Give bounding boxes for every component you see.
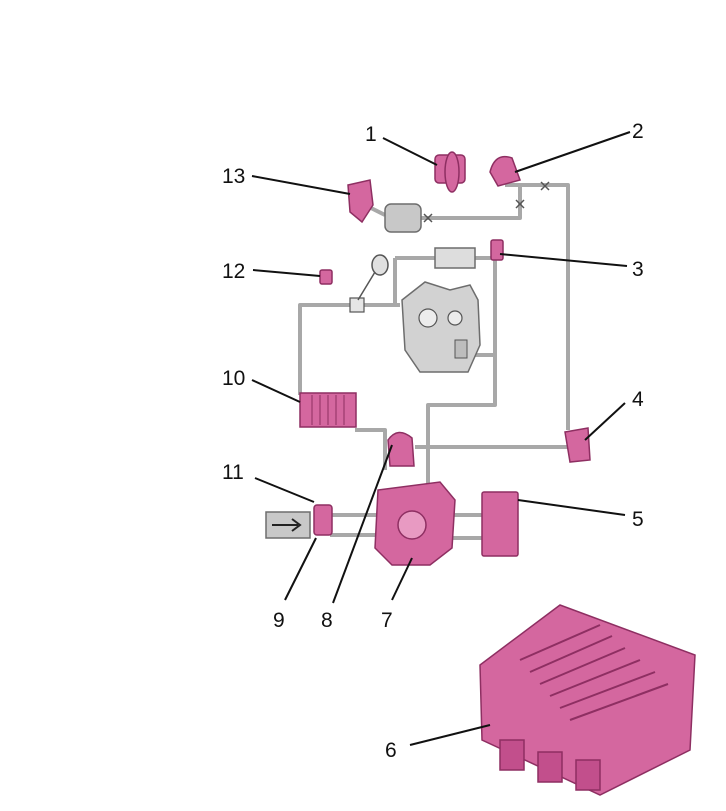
- pipe-top-return: [420, 185, 522, 220]
- grey-components: [265, 203, 481, 539]
- leader-12: [252, 269, 321, 277]
- callout-5: 5: [632, 508, 644, 531]
- leader-3: [499, 253, 628, 267]
- callout-4: 4: [632, 388, 644, 411]
- leader-10: [251, 379, 301, 403]
- engine-block: [401, 281, 481, 373]
- component-8-valve: [387, 431, 415, 467]
- leader-8: [332, 444, 393, 604]
- pipe-filter-line: [355, 428, 387, 470]
- component-5-motor: [481, 491, 519, 557]
- component-7-hub: [397, 510, 427, 540]
- component-6-ecu-body: [479, 604, 696, 796]
- component-10-fins: [311, 395, 345, 425]
- leader-lines: [251, 131, 631, 746]
- component-6-connector-3: [575, 759, 601, 791]
- intake-tube: [265, 511, 311, 539]
- pink-components: [299, 151, 696, 796]
- cross-mark-3: [423, 213, 433, 223]
- rail-box: [434, 247, 476, 269]
- callout-8: 8: [321, 609, 333, 632]
- component-6-connector-1: [499, 739, 525, 771]
- leader-9: [284, 537, 317, 601]
- cross-mark-2: [515, 199, 525, 209]
- component-11-valve: [313, 504, 333, 536]
- component-6-ecu: [479, 604, 696, 796]
- callout-6: 6: [385, 739, 397, 762]
- component-1-valve: [434, 151, 466, 193]
- callout-12: 12: [222, 260, 245, 283]
- engine-detail: [454, 339, 468, 359]
- component-13-actuator: [347, 179, 374, 224]
- pipe-left-loop: [298, 303, 400, 395]
- callout-labels: 1 2 3 4 5 6 7 8 9 10 11 12 13: [222, 120, 644, 762]
- leader-11: [254, 477, 315, 503]
- component-2-sensor: [489, 155, 521, 187]
- component-12-sensor: [319, 269, 333, 285]
- intake-arrow: [272, 518, 302, 532]
- component-6-ecu-fins: [519, 624, 669, 721]
- component-6-connector-2: [537, 751, 563, 783]
- leader-5: [517, 499, 626, 516]
- pipe-top-loop: [505, 183, 570, 430]
- leader-6: [409, 724, 491, 746]
- leader-13: [251, 175, 351, 195]
- connector-top-valve: [371, 254, 389, 276]
- component-4-sensor: [564, 427, 591, 463]
- callout-13: 13: [222, 165, 245, 188]
- cross-marks: [423, 181, 550, 223]
- component-3-sensor: [490, 239, 504, 261]
- connector-parts: [357, 254, 389, 301]
- cross-mark-1: [540, 181, 550, 191]
- callout-2: 2: [632, 120, 644, 143]
- callout-1: 1: [365, 123, 377, 146]
- callout-10: 10: [222, 367, 245, 390]
- engine-gear-2: [447, 310, 463, 326]
- engine-gear-1: [418, 308, 438, 328]
- leader-2: [514, 131, 631, 173]
- leader-7: [391, 557, 413, 601]
- leader-4: [584, 402, 626, 441]
- leader-1: [382, 137, 438, 166]
- callout-11: 11: [222, 461, 244, 484]
- connector-stem: [357, 271, 376, 301]
- component-1-disc: [444, 151, 460, 193]
- callout-3: 3: [632, 258, 644, 281]
- callout-7: 7: [381, 609, 393, 632]
- small-valve: [349, 297, 365, 313]
- callout-9: 9: [273, 609, 285, 632]
- canister: [384, 203, 422, 233]
